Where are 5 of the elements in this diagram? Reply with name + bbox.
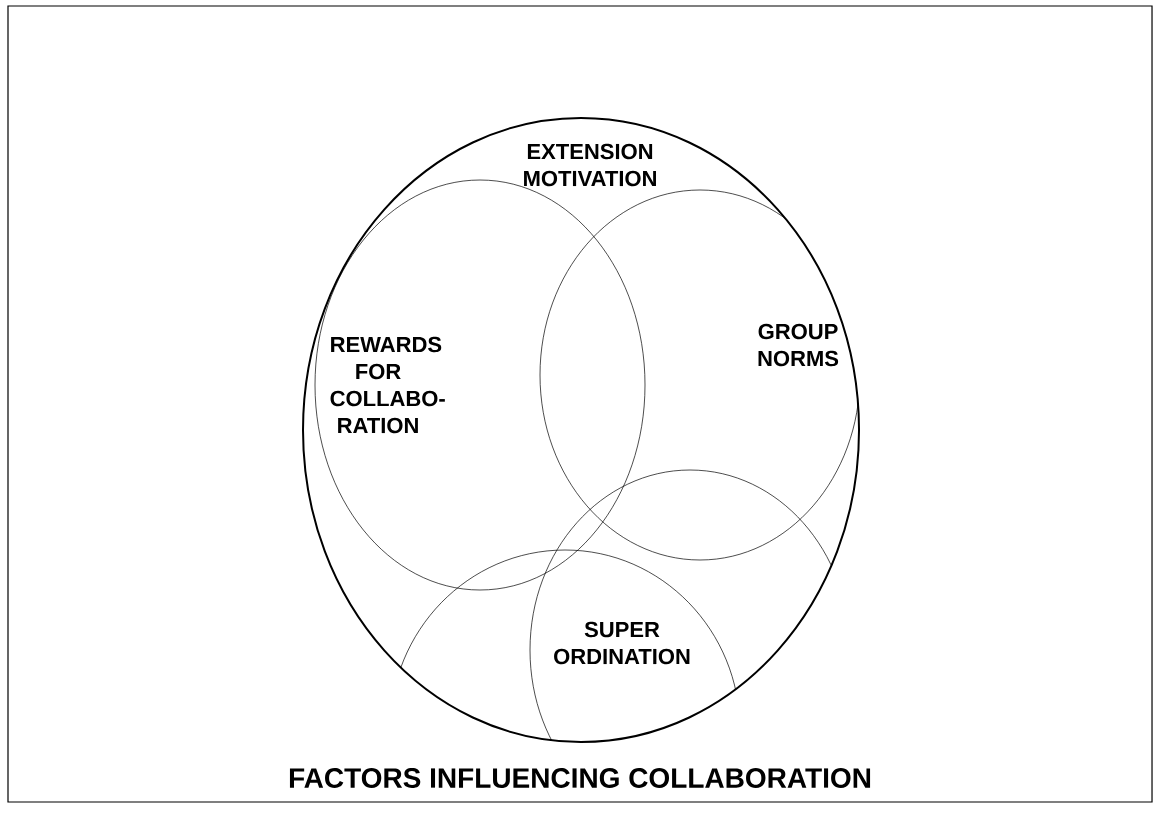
region-label: GROUP NORMS [758,323,839,367]
diagram-title: FACTORS INFLUENCING COLLABORATION [289,768,871,788]
region-label: REWARDS FOR COLLABO-RATION [330,336,445,434]
region-label: EXTENSION MOTIVATION [524,143,656,187]
region-label: SUPER ORDINATION [554,621,690,665]
